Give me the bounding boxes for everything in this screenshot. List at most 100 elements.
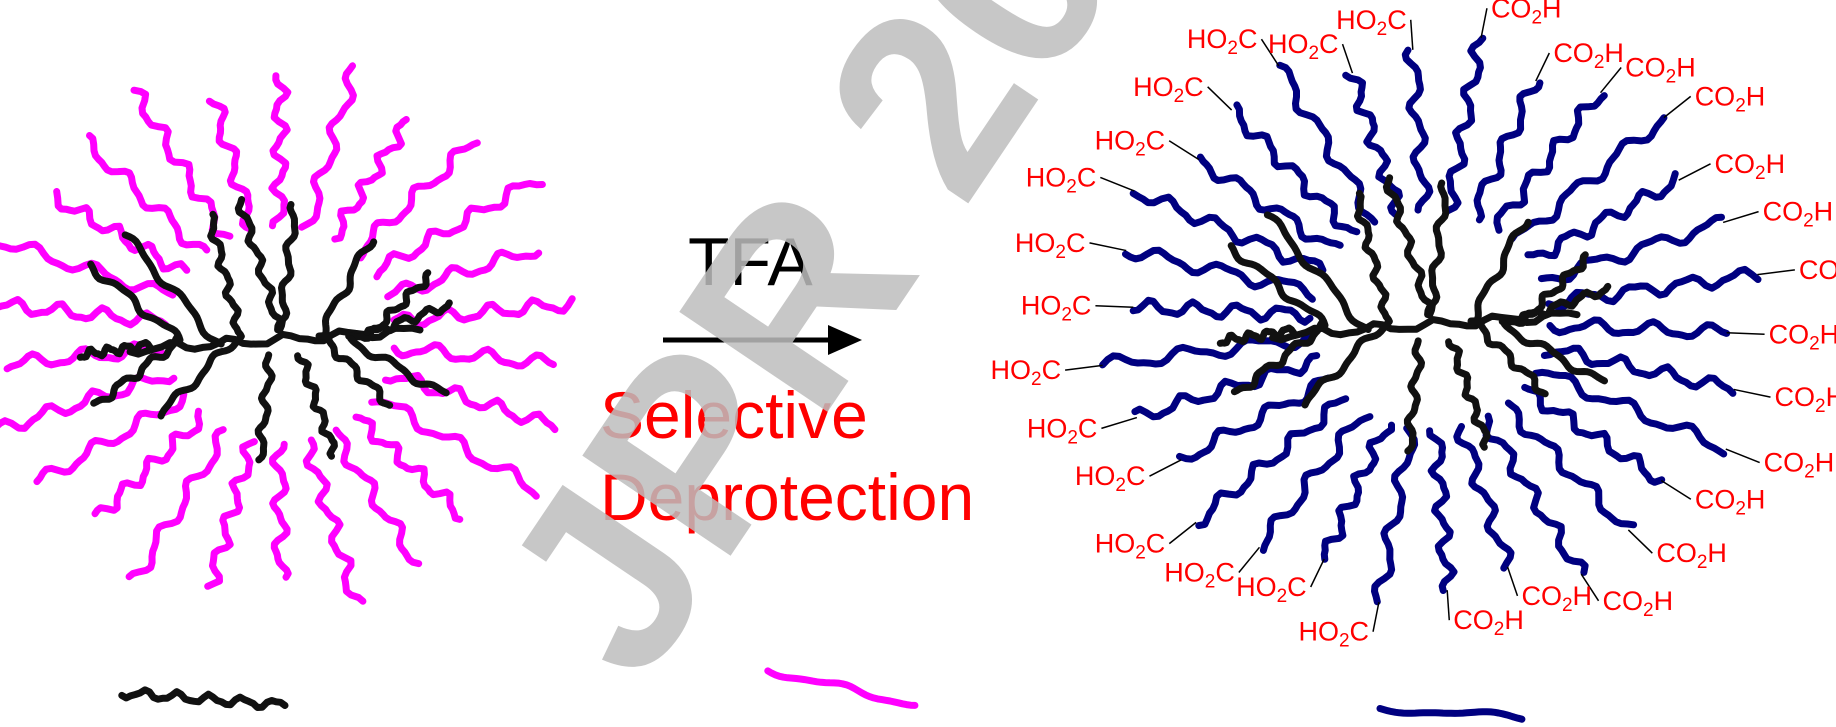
deprotected-arm [1233, 101, 1361, 236]
deprotected-arm [1342, 71, 1403, 218]
protected-arm [382, 371, 559, 434]
label-leader-line [1100, 176, 1135, 192]
deprotected-arm [1482, 412, 1589, 576]
core-segment [1301, 317, 1393, 409]
acid-end-group-label: CO2H [1695, 484, 1766, 519]
deprotected-arm [1131, 352, 1321, 421]
deprotected-arm [1444, 34, 1487, 215]
core-segment [76, 339, 154, 361]
core-segment [1263, 211, 1372, 333]
protected-arm [0, 373, 178, 432]
deprotected-arm [1493, 92, 1608, 234]
acid-end-group-label: HO2C [1027, 413, 1098, 448]
deprotected-arm [1129, 296, 1314, 326]
label-leader-line [1678, 163, 1711, 181]
protected-arm [205, 97, 255, 233]
core-segment [234, 196, 286, 334]
protected-arm [204, 438, 258, 590]
label-leader-line [1535, 52, 1550, 82]
protected-arm [384, 248, 543, 301]
acid-end-group-label: HO2C [1187, 24, 1258, 59]
deprotected-arm [1401, 46, 1434, 214]
protected-arm [332, 426, 423, 568]
acid-end-group-label: CO2H [1715, 149, 1786, 184]
acid-end-group-label: HO2C [1021, 291, 1092, 326]
acid-end-group-label: HO2C [1298, 617, 1369, 652]
protected-arm [357, 139, 481, 262]
label-leader-line [1663, 95, 1692, 119]
label-leader-line [1757, 269, 1795, 276]
acid-end-group-label: HO2C [1026, 162, 1097, 197]
protected-arm [91, 407, 203, 518]
carboxylic-acid-end-groups: CO2HCO2HCO2HCO2HCO2HCO2HCO2HCO2HHO2CHO2C… [991, 0, 1836, 652]
protected-arm [298, 62, 357, 231]
deprotected-arm [1521, 383, 1666, 486]
protected-arm [368, 398, 540, 500]
core-segment [1382, 174, 1436, 319]
core-segment [90, 333, 181, 407]
acid-end-group-label: HO2C [1268, 29, 1339, 64]
protected-arm [86, 132, 211, 254]
acid-end-group-label: CO2H [1769, 319, 1836, 354]
deprotected-arm [1176, 374, 1332, 463]
core-segment [1472, 218, 1532, 326]
label-leader-line [1310, 558, 1325, 588]
protected-arm [352, 413, 464, 523]
label-leader-line [1149, 459, 1182, 477]
protected-arm [269, 440, 292, 581]
label-leader-line [1095, 304, 1134, 308]
acid-end-group-label: CO2H [1491, 0, 1562, 28]
core-segment [274, 201, 299, 334]
acid-end-group-label: HO2C [1095, 126, 1166, 161]
deprotected-arm [1545, 265, 1762, 312]
core-segment [320, 238, 378, 341]
acid-end-group-label: HO2C [1075, 461, 1146, 496]
acid-end-group-label: CO2H [1603, 586, 1674, 621]
deprotected-arm [1196, 153, 1344, 249]
deprotected-arm [1426, 427, 1458, 594]
label-leader-line [1599, 67, 1622, 94]
deprotected-arm [1453, 423, 1515, 572]
acid-end-group-label: CO2H [1695, 81, 1766, 116]
deprotected-arm [1259, 413, 1374, 554]
core-segment [363, 269, 432, 336]
acid-end-group-label: CO2H [1763, 197, 1834, 232]
deprotected-arm [1504, 399, 1638, 529]
acid-end-group-label: CO2H [1521, 581, 1592, 616]
core-segment [254, 351, 276, 464]
core-segment [315, 332, 394, 409]
label-leader-line [1089, 242, 1127, 252]
acid-end-group-label: CO2H [1799, 255, 1836, 290]
core-segment-icon [118, 686, 289, 711]
label-leader-line [1580, 573, 1600, 602]
label-leader-line [1065, 364, 1103, 371]
label-leader-line [1168, 140, 1200, 161]
label-leader-line [1101, 416, 1138, 430]
core-segment [1518, 251, 1589, 321]
acid-end-group-label: HO2C [1095, 529, 1166, 564]
protected-arm [331, 116, 410, 243]
deprotected-arm [1371, 424, 1419, 606]
acid-end-group-label: CO2H [1774, 382, 1836, 417]
core-segment [207, 210, 245, 339]
legend-segments [118, 667, 1526, 723]
label-leader-line [1207, 86, 1233, 111]
protected-arm [125, 426, 227, 581]
acid-end-group-label: HO2C [1236, 572, 1307, 607]
core-segment [1498, 282, 1612, 327]
core-segment [157, 332, 245, 420]
deprotected-arm [1524, 170, 1679, 260]
deprotected-arm [1508, 114, 1668, 243]
deprotected-star-polymer [1099, 34, 1762, 606]
protected-arm [0, 296, 170, 329]
label-leader-line [1726, 332, 1765, 336]
protected-arm [390, 341, 557, 370]
label-leader-line [1260, 38, 1280, 67]
core-segment [1227, 242, 1329, 329]
acid-end-group-label: CO2H [1453, 605, 1524, 640]
protected-chain-icon [764, 667, 919, 709]
acid-end-group-label: CO2H [1764, 448, 1835, 483]
condition-line-1: Selective [600, 378, 868, 452]
core-segment [1424, 179, 1450, 318]
